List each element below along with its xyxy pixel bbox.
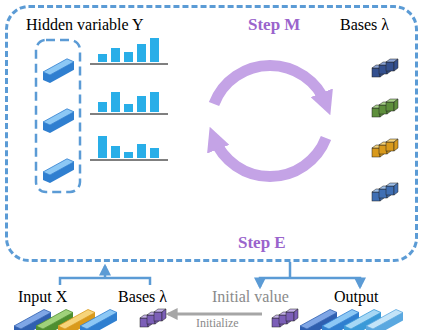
chart-bar (150, 148, 159, 158)
chart-axis (90, 64, 168, 65)
basis-cubes (372, 99, 398, 117)
chart-bar (98, 136, 107, 158)
output-stem (289, 262, 292, 278)
basis-cubes (372, 183, 398, 201)
output-arrow (290, 278, 360, 287)
initialize-arrow (168, 313, 262, 316)
step-label: Step M (248, 16, 300, 35)
feature-vector (43, 159, 74, 183)
hidden-group (36, 40, 80, 192)
chart-bar (111, 92, 120, 112)
io-label: Initial value (212, 288, 289, 306)
chart-bar (98, 54, 107, 62)
basis-cubes (372, 59, 398, 77)
output-arrow (260, 278, 290, 287)
feature-vector (80, 310, 117, 330)
feature-vector (43, 59, 74, 83)
cycle-arrow (214, 66, 326, 104)
chart-axis (90, 160, 168, 161)
basis-cubes (140, 309, 166, 327)
feature-vector (43, 109, 74, 133)
feature-vector (366, 310, 403, 330)
chart-bar (137, 96, 146, 112)
chart-bar (111, 48, 120, 62)
part-label: Hidden variable Y (26, 16, 144, 34)
input-arrow (104, 266, 107, 278)
step-label: Step E (238, 234, 286, 253)
io-label: Input X (18, 288, 67, 306)
part-label: Bases λ (340, 16, 389, 34)
chart-bar (124, 52, 133, 62)
chart-bar (137, 144, 146, 158)
em-loop-box: Hidden variable Y Step M Step E Bases λ (5, 5, 418, 262)
chart-bar (137, 44, 146, 62)
chart-axis (90, 114, 168, 115)
input-bracket (60, 278, 150, 285)
cycle-arrow (214, 138, 326, 176)
chart-bar (124, 152, 133, 158)
arrow-label: Initialize (196, 317, 239, 330)
io-label: Bases λ (118, 288, 167, 306)
basis-cubes (272, 309, 298, 327)
chart-bar (124, 104, 133, 112)
chart-bar (111, 146, 120, 158)
basis-cubes (372, 139, 398, 157)
chart-bar (150, 92, 159, 112)
chart-bar (150, 38, 159, 62)
chart-bar (98, 102, 107, 112)
io-label: Output (334, 288, 378, 306)
